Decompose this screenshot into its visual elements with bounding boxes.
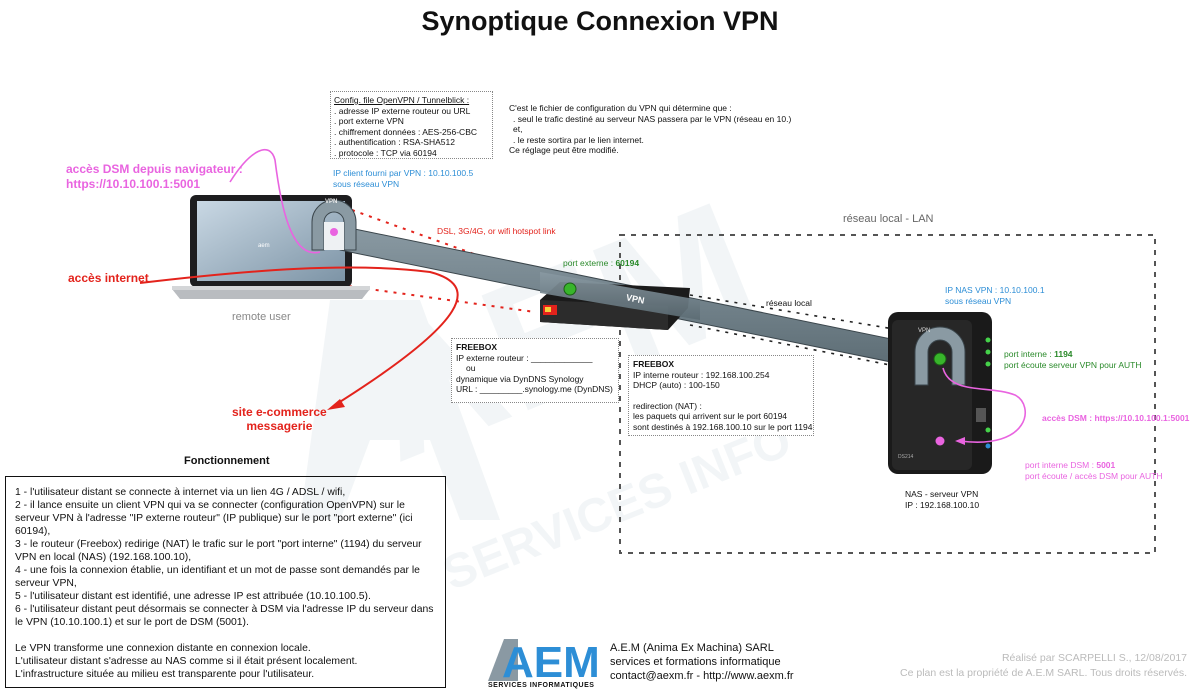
- laptop-vpn-arch: [311, 199, 357, 251]
- config-box: Config. file OpenVPN / Tunnelblick : . a…: [330, 91, 493, 159]
- fonctionnement-box: 1 - l'utilisateur distant se connecte à …: [5, 476, 446, 688]
- step: 5 - l'utilisateur distant est identifié,…: [15, 591, 371, 602]
- client-ip-line: IP client fourni par VPN : 10.10.100.5: [333, 168, 474, 178]
- credit-text: Réalisé par SCARPELLI S., 12/08/2017 Ce …: [900, 651, 1187, 681]
- company-name: A.E.M (Anima Ex Machina) SARL: [610, 642, 774, 654]
- nas-label-line: NAS - serveur VPN: [905, 489, 979, 499]
- port-dsm-label: port interne DSM : 5001 port écoute / ac…: [1025, 460, 1162, 481]
- internet-arrow: [139, 266, 459, 410]
- company-contact: contact@aexm.fr - http://www.aexm.fr: [610, 670, 794, 682]
- vpn-note: C'est le fichier de configuration du VPN…: [509, 103, 799, 156]
- company-info: A.E.M (Anima Ex Machina) SARL services e…: [610, 641, 794, 683]
- freebox-title: FREEBOX: [456, 342, 498, 352]
- aem-logo-subtitle: SERVICES INFORMATIQUES: [488, 682, 595, 689]
- port-externe-value: 60194: [615, 258, 640, 268]
- dsm-browser-url: https://10.10.100.1:5001: [66, 177, 201, 191]
- freebox-line: ou: [466, 363, 476, 373]
- config-line: . port externe VPN: [334, 116, 404, 126]
- freebox-line: URL : _________.synology.me (DynDNS): [456, 384, 613, 394]
- summary-line: Le VPN transforme une connexion distante…: [15, 643, 311, 654]
- step: 1 - l'utilisateur distant se connecte à …: [15, 487, 346, 498]
- summary-line: L'infrastructure située au milieu est tr…: [15, 669, 315, 680]
- ecommerce-label: site e-commerce messagerie: [232, 405, 327, 433]
- dsm-browser-arrow: [229, 148, 321, 254]
- summary-line: L'utilisateur distant s'adresse au NAS c…: [15, 656, 358, 667]
- nas-label: NAS - serveur VPN IP : 192.168.100.10: [905, 489, 1015, 510]
- vpn-note-line: . seul le trafic destiné au serveur NAS …: [513, 113, 792, 135]
- port-externe-dot: [563, 282, 577, 296]
- reseau-local-label: réseau local: [766, 298, 812, 308]
- freebox-line: IP externe routeur : _____________: [456, 352, 593, 363]
- vpn-tunnel-front: [540, 272, 700, 320]
- port-externe-text: port externe :: [563, 258, 616, 268]
- client-ip: IP client fourni par VPN : 10.10.100.5 s…: [333, 168, 473, 189]
- freebox-line: les paquets qui arrivent sur le port 601…: [633, 411, 788, 421]
- port-interne-label: port interne : 1194 port écoute serveur …: [1004, 349, 1141, 370]
- config-heading: Config. file OpenVPN / Tunnelblick :: [334, 95, 470, 105]
- step: 3 - le routeur (Freebox) redirige (NAT) …: [15, 539, 422, 563]
- dsl-label: DSL, 3G/4G, or wifi hotspot link: [437, 226, 556, 236]
- freebox-internal-box: FREEBOX IP interne routeur : 192.168.100…: [628, 355, 814, 436]
- dsm-nas-arrow: [942, 367, 1026, 445]
- port-interne-dot: [933, 352, 947, 366]
- freebox-line: [633, 391, 813, 401]
- freebox-external-box: FREEBOX IP externe routeur : ___________…: [451, 338, 619, 403]
- config-line: . authentification : RSA-SHA512: [334, 137, 455, 147]
- client-ip-line: sous réseau VPN: [333, 178, 400, 189]
- freebox-line: sont destinés à 192.168.100.10 sur le po…: [633, 421, 813, 432]
- nas-model-label: DS214: [898, 454, 914, 460]
- ecommerce-line: site e-commerce: [232, 405, 327, 419]
- vpn-note-line: . le reste sortira par le lien internet.: [513, 134, 644, 145]
- dsm-browser-line: accès DSM depuis navigateur :: [66, 162, 243, 176]
- port-dsm-text: port interne DSM :: [1025, 460, 1097, 470]
- port-dsm-desc: port écoute / accès DSM pour AUTH: [1025, 470, 1163, 481]
- nas-ip-vpn: IP NAS VPN : 10.10.100.1 sous réseau VPN: [945, 285, 1045, 306]
- port-interne-desc: port écoute serveur VPN pour AUTH: [1004, 359, 1142, 370]
- step: 2 - il lance ensuite un client VPN qui v…: [15, 500, 413, 537]
- ecommerce-line: messagerie: [246, 419, 313, 433]
- freebox-line: IP interne routeur : 192.168.100.254: [633, 369, 770, 380]
- step: 6 - l'utilisateur distant peut désormais…: [15, 604, 434, 628]
- local-network-lines: [689, 294, 901, 366]
- remote-user-label: remote user: [232, 311, 291, 323]
- page-title: Synoptique Connexion VPN: [421, 6, 779, 36]
- copyright-line: Ce plan est la propriété de A.E.M SARL. …: [900, 667, 1187, 679]
- freebox-line: DHCP (auto) : 100-150: [633, 380, 720, 390]
- laptop-screen-text: aem: [258, 243, 270, 249]
- vpn-note-line: C'est le fichier de configuration du VPN…: [509, 103, 732, 113]
- nas-ip-vpn-line: sous réseau VPN: [945, 295, 1012, 306]
- step: 4 - une fois la connexion établie, un id…: [15, 565, 420, 589]
- nas-ip-vpn-line: IP NAS VPN : 10.10.100.1: [945, 285, 1045, 295]
- aem-logo: AEM: [488, 638, 598, 687]
- config-line: . protocole : TCP via 60194: [334, 147, 437, 158]
- freebox-line: dynamique via DynDNS Synology: [456, 373, 584, 384]
- port-interne-text: port interne :: [1004, 349, 1055, 359]
- freebox-line: redirection (NAT) :: [633, 400, 702, 411]
- lan-boundary: [619, 234, 1156, 554]
- dsm-nas-label: accès DSM : https://10.10.100.1:5001: [1042, 413, 1190, 423]
- internet-label: accès internet: [68, 271, 149, 285]
- nas-label-line: IP : 192.168.100.10: [905, 499, 980, 510]
- fonctionnement-title: Fonctionnement: [184, 455, 270, 467]
- credit-line: Réalisé par SCARPELLI S., 12/08/2017: [1001, 652, 1187, 664]
- aem-logo-text: AEM: [502, 638, 598, 687]
- dsl-link-lines: [339, 209, 561, 313]
- port-dsm-dot: [935, 436, 945, 446]
- lan-label: réseau local - LAN: [843, 213, 934, 225]
- nas-vpn-badge: VPN: [918, 328, 930, 334]
- port-interne-value: 1194: [1054, 349, 1073, 359]
- laptop-vpn-badge: VPN: [325, 199, 338, 205]
- dsm-browser-label: accès DSM depuis navigateur : https://10…: [66, 162, 243, 192]
- port-dsm-value: 5001: [1096, 460, 1116, 470]
- nas-vpn-arch: [914, 326, 966, 386]
- company-services: services et formations informatique: [610, 656, 781, 668]
- config-line: . chiffrement données : AES-256-CBC: [334, 126, 478, 137]
- port-externe-label: port externe : 60194: [563, 258, 639, 269]
- freebox-title: FREEBOX: [633, 359, 675, 369]
- config-line: . adresse IP externe routeur ou URL: [334, 105, 471, 116]
- vpn-note-line: Ce réglage peut être modifié.: [509, 145, 619, 155]
